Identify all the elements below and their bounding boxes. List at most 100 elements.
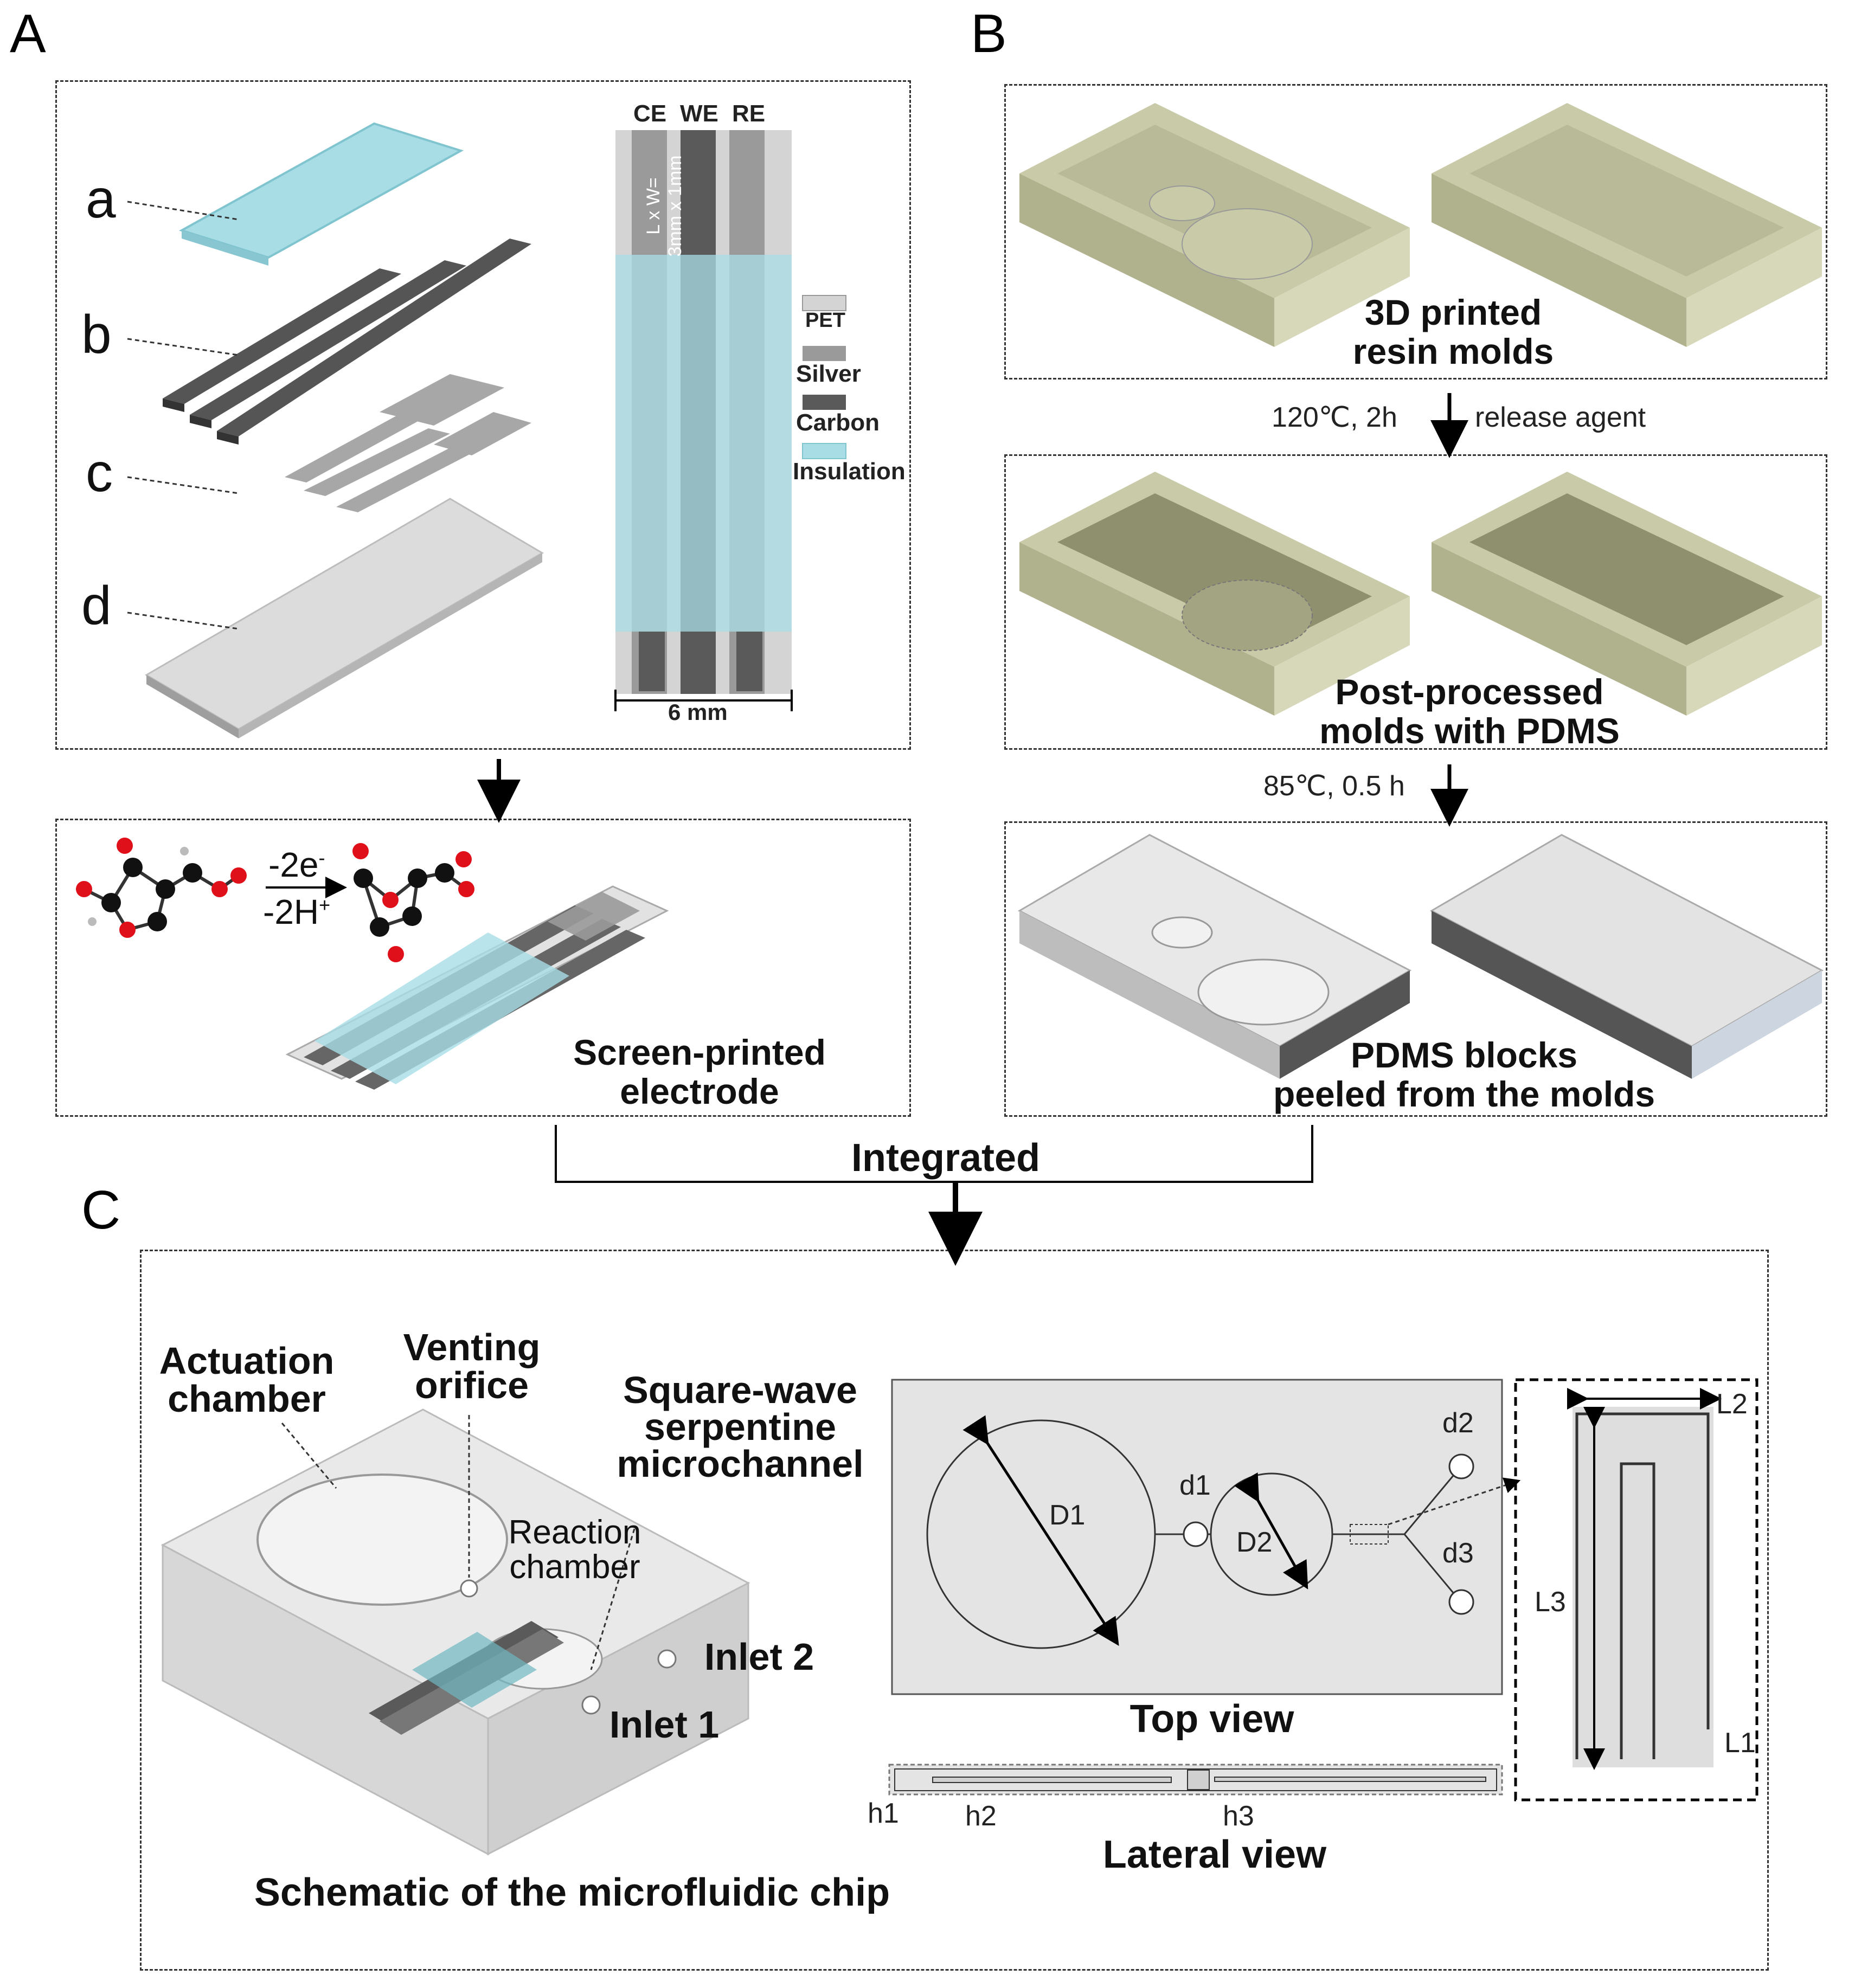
panel-b-molds-box [1004,84,1827,379]
layer-c-silver [285,374,531,512]
legend-swatch-pet [802,295,846,311]
electrode-label-re: RE [732,100,766,127]
molecule-reactant-atoms [76,838,247,938]
assembled-electrode [285,885,669,1090]
actuation-line1: Actuation [159,1340,335,1382]
integrated-label: Integrated [851,1136,1041,1180]
we-dim-line2: 3mm x 1mm [665,155,685,257]
we-dim-line1: L x W= [643,177,664,235]
mold-right-1 [1432,103,1822,347]
reaction-top-text: -2e [268,845,319,884]
actuation-line2: chamber [168,1378,326,1420]
mold-left-1 [1019,103,1410,347]
venting-line1: Venting [403,1326,541,1368]
layer-d-pet [145,498,544,738]
panel-b-pdms-box [1004,821,1827,1117]
serp-line2: serpentine [644,1406,836,1448]
electrode-label-we: WE [680,100,718,127]
post-caption: Post-processed molds with PDMS [1291,672,1648,750]
reaction-bottom-text: -2H [263,892,319,931]
top-view-drawing [891,1379,1521,1695]
mold-right-2 [1432,472,1822,716]
layer-label-a: a [86,169,116,229]
layer-label-b: b [81,304,112,365]
dim-L2: L2 [1716,1388,1748,1420]
dim-d1: d1 [1179,1470,1211,1501]
post-caption-line1: Post-processed [1335,672,1604,712]
top-view-caption: Top view [1129,1697,1294,1741]
panel-label-a: A [10,3,46,64]
legend-swatch-carbon [803,395,846,410]
molecule-product-atoms [352,843,474,962]
layer-leader-lines [127,201,239,630]
venting-line2: orifice [414,1364,529,1406]
legend-silver: Silver [796,361,861,387]
dim-h2: h2 [965,1800,997,1832]
mold-caption-line1: 3D printed [1364,292,1542,332]
chip-3d [161,1408,750,1856]
step2-left: 85℃, 0.5 h [1263,770,1405,802]
label-venting-orifice: Venting orifice [374,1328,569,1404]
chip-caption: Schematic of the microfluidic chip [254,1871,890,1914]
label-inlet-1: Inlet 1 [609,1703,720,1746]
lateral-view-caption: Lateral view [1102,1833,1327,1876]
we-dimensions: L x W= 3mm x 1mm [643,149,751,263]
lateral-view-drawing [888,1764,1503,1796]
pdms-caption: PDMS blocks peeled from the molds [1247,1035,1681,1114]
legend-swatch-silver [803,346,846,361]
layer-a-insulation [178,122,464,266]
dim-D1: D1 [1049,1500,1086,1531]
spe-caption: Screen-printed electrode [537,1033,862,1111]
dim-L1: L1 [1724,1727,1756,1759]
panel-a-layers-box [55,80,911,750]
scale-bar [614,690,793,711]
reaction-top: -2e- [268,845,325,885]
panel-label-c: C [81,1180,121,1240]
serp-line3: microchannel [617,1443,864,1485]
pdms-caption-line2: peeled from the molds [1273,1074,1655,1114]
reaction-bottom-sup: + [319,893,331,916]
electrode-label-ce: CE [633,100,667,127]
legend-carbon: Carbon [796,409,880,436]
reaction-line2: chamber [509,1548,640,1586]
dim-L3: L3 [1535,1586,1566,1618]
pdms-caption-line1: PDMS blocks [1350,1035,1578,1075]
dim-h3: h3 [1223,1800,1254,1832]
mold-caption: 3D printed resin molds [1291,293,1616,371]
step1-left: 120℃, 2h [1272,402,1397,433]
dim-D2: D2 [1236,1527,1273,1558]
dim-d3: d3 [1442,1537,1474,1569]
layer-label-c: c [86,442,113,503]
serpentine-zoom [1514,1378,1759,1802]
electrode-top-view [615,130,792,694]
label-serpentine: Square-wave serpentine microchannel [588,1369,892,1485]
post-caption-line2: molds with PDMS [1319,711,1620,751]
layer-b-carbon [163,239,531,445]
serp-line1: Square-wave [623,1369,857,1411]
label-reaction-chamber: Reaction chamber [477,1515,672,1585]
pdms-block-left [1017,834,1412,1079]
mold-left-2 [1019,472,1410,716]
reaction-bottom: -2H+ [263,892,330,932]
reaction-top-sup: - [318,846,325,869]
layer-label-d: d [81,575,112,636]
integration-bracket [555,1125,1313,1183]
panel-b-post-box [1004,454,1827,750]
mold-caption-line2: resin molds [1352,331,1554,371]
legend-insulation: Insulation [793,458,906,485]
label-actuation-chamber: Actuation chamber [130,1342,363,1418]
pdms-block-right [1429,834,1824,1079]
dim-h1: h1 [868,1798,899,1829]
scale-label: 6 mm [668,699,728,725]
chip-leader-lines [281,1415,636,1670]
legend-swatch-insulation [802,443,846,459]
label-inlet-2: Inlet 2 [704,1636,814,1678]
panel-label-b: B [971,3,1007,64]
reaction-line1: Reaction [508,1514,641,1551]
dim-d2: d2 [1442,1407,1474,1439]
legend-pet: PET [805,309,845,332]
spe-caption-line1: Screen-printed [573,1032,826,1072]
step1-right: release agent [1475,402,1646,433]
spe-caption-line2: electrode [620,1071,779,1111]
